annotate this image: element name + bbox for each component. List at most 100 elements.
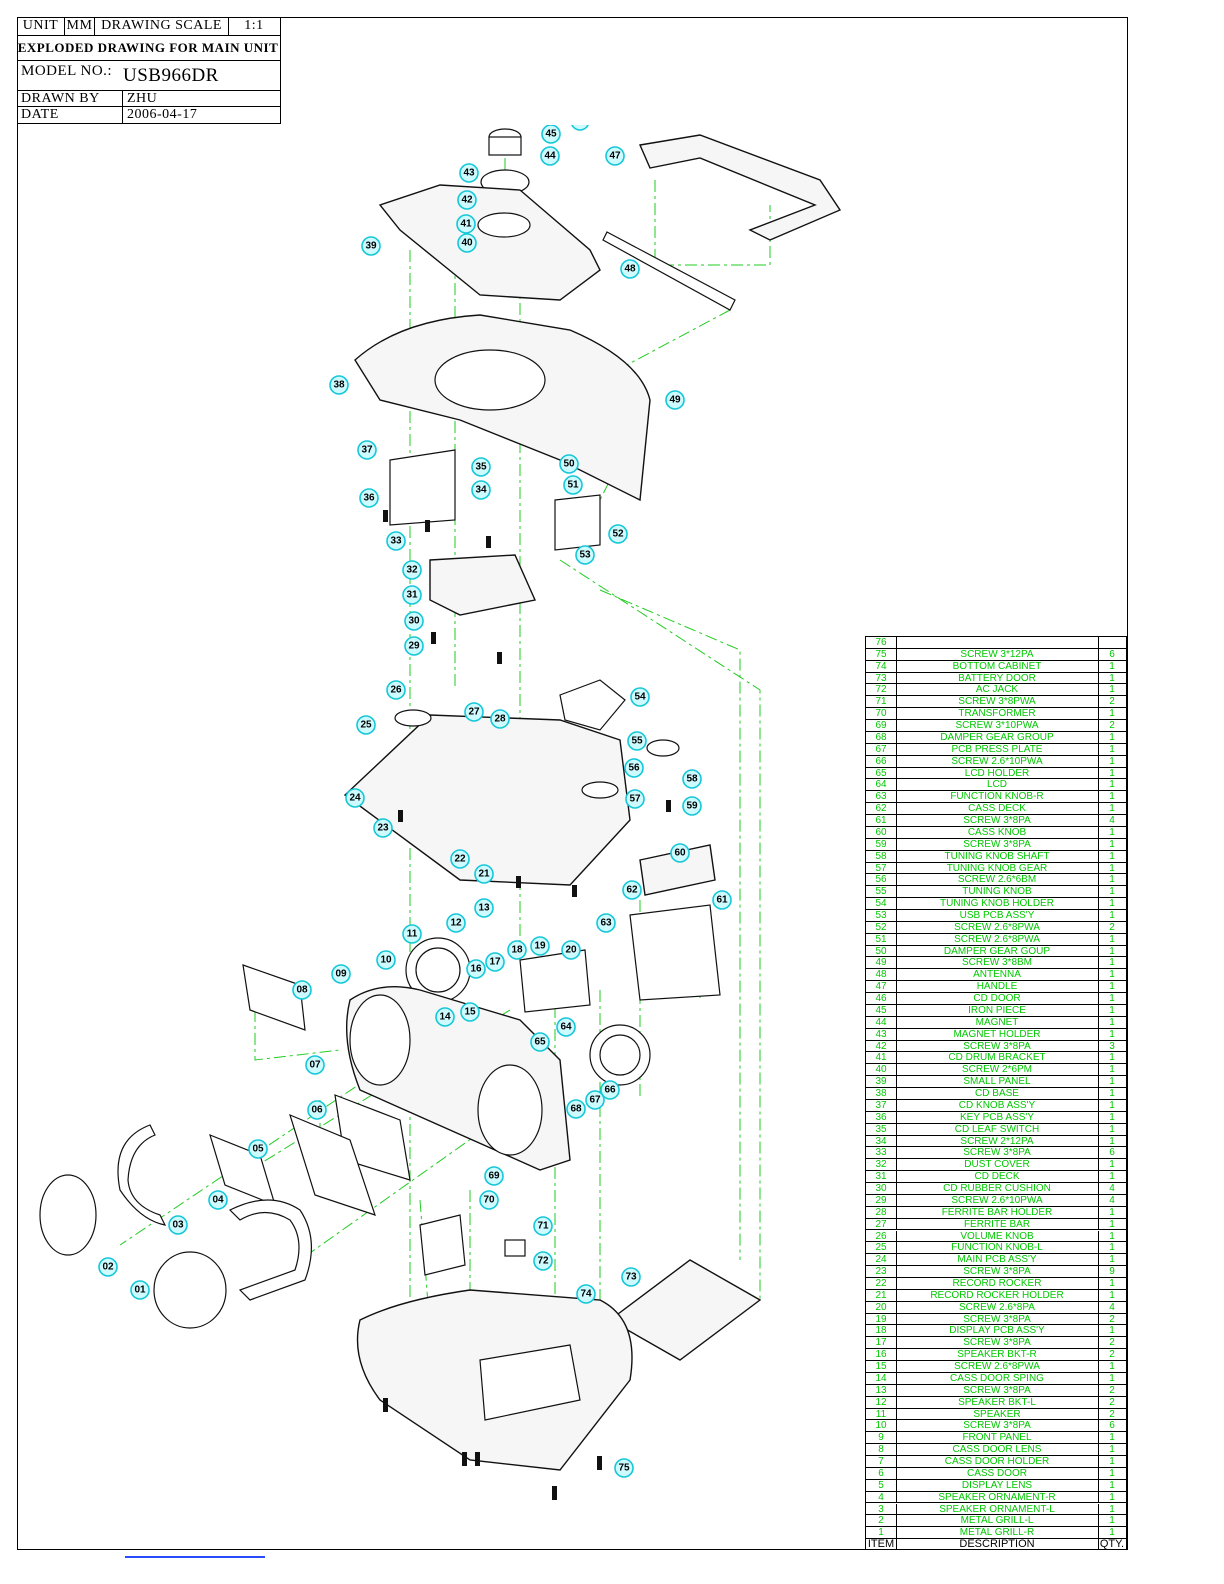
parts-list-qty: 1 [1109,862,1115,874]
parts-list-description: TUNING KNOB HOLDER [896,898,1099,910]
parts-list-item: 47 [866,981,897,993]
callout-45: 45 [541,125,561,144]
parts-list-description: FUNCTION KNOB-R [896,791,1099,803]
parts-list-qty: 1 [1109,708,1115,720]
bottom-cabinet [356,1289,633,1471]
parts-list-qty: 1 [1109,672,1115,684]
parts-list-item: 3 [866,1503,897,1515]
parts-list-item: 67 [866,743,897,755]
parts-list-item: 59 [866,838,897,850]
svg-text:67: 67 [589,1095,601,1106]
parts-list-item: 16 [866,1349,897,1361]
parts-list-description: CASS DOOR [896,1467,1099,1479]
callout-12: 12 [446,913,466,933]
svg-text:57: 57 [629,794,641,805]
front-panel [346,985,571,1171]
callout-29: 29 [404,636,424,656]
parts-list-qty: 1 [1109,1004,1115,1016]
svg-text:59: 59 [686,801,698,812]
parts-list-item: 25 [866,1242,897,1254]
svg-text:44: 44 [544,151,556,162]
parts-list-item: 42 [866,1040,897,1052]
parts-list-description: RECORD ROCKER [896,1277,1099,1289]
svg-text:24: 24 [349,793,361,804]
speaker-ornament-l [117,1124,167,1226]
callout-48: 48 [620,259,640,279]
svg-text:40: 40 [461,238,473,249]
svg-text:15: 15 [464,1007,476,1018]
parts-list-item: 9 [866,1432,897,1444]
parts-list-item: 18 [866,1325,897,1337]
callout-68: 68 [566,1099,586,1119]
callout-21: 21 [474,864,494,884]
parts-list-qty: 1 [1109,1254,1115,1266]
parts-list-qty: 2 [1109,1408,1115,1420]
parts-list-qty: 1 [1109,755,1115,767]
svg-text:56: 56 [628,763,640,774]
parts-list-item: 58 [866,850,897,862]
svg-text:74: 74 [580,1289,592,1300]
svg-text:63: 63 [600,918,612,929]
parts-list-description [896,637,1099,648]
parts-list-description: MAGNET [896,1016,1099,1028]
callout-25: 25 [356,715,376,735]
parts-list-qty: 1 [1109,1527,1115,1539]
svg-text:42: 42 [461,195,473,206]
parts-list-description: CD BASE [896,1088,1099,1100]
svg-text:25: 25 [360,720,372,731]
parts-list-description: CD RUBBER CUSHION [896,1183,1099,1195]
callout-05: 05 [248,1139,268,1159]
parts-list-qty: 1 [1109,1325,1115,1337]
parts-list-description: DUST COVER [896,1159,1099,1171]
parts-list-item: 8 [866,1444,897,1456]
parts-list-item: 54 [866,898,897,910]
parts-list-item: 43 [866,1028,897,1040]
parts-list-qty: 1 [1109,1111,1115,1123]
svg-text:55: 55 [631,736,643,747]
callout-35: 35 [471,457,491,477]
callout-32: 32 [402,560,422,580]
callout-71: 71 [533,1216,553,1236]
parts-list-description: DAMPER GEAR GROUP [896,731,1099,743]
parts-list-qty: 3 [1109,1040,1115,1052]
callout-75: 75 [614,1458,634,1478]
parts-list-qty: 1 [1109,898,1115,910]
parts-list-qty: 1 [1109,933,1115,945]
parts-list-description: BOTTOM CABINET [896,660,1099,672]
svg-text:16: 16 [470,964,482,975]
parts-list-qty: 1 [1109,1159,1115,1171]
parts-list-description: SCREW 3*8PA [896,1313,1099,1325]
drawn-by-value: ZHU [127,90,158,106]
svg-text:46: 46 [574,125,586,127]
callout-23: 23 [373,818,393,838]
svg-text:52: 52 [612,529,624,540]
parts-list-description: CASS DOOR HOLDER [896,1456,1099,1468]
parts-list-qty: 1 [1109,945,1115,957]
parts-list-description: SCREW 2.6*10PWA [896,755,1099,767]
callout-02: 02 [98,1257,118,1277]
callout-26: 26 [386,680,406,700]
parts-list-item: 60 [866,826,897,838]
parts-list-item: 30 [866,1183,897,1195]
parts-list-description: VOLUME KNOB [896,1230,1099,1242]
parts-list-item: 49 [866,957,897,969]
callout-06: 06 [307,1100,327,1120]
parts-list-qty: 1 [1109,1503,1115,1515]
parts-list-item: 48 [866,969,897,981]
callout-61: 61 [712,890,732,910]
svg-text:22: 22 [454,854,466,865]
parts-list-description: CASS DECK [896,803,1099,815]
